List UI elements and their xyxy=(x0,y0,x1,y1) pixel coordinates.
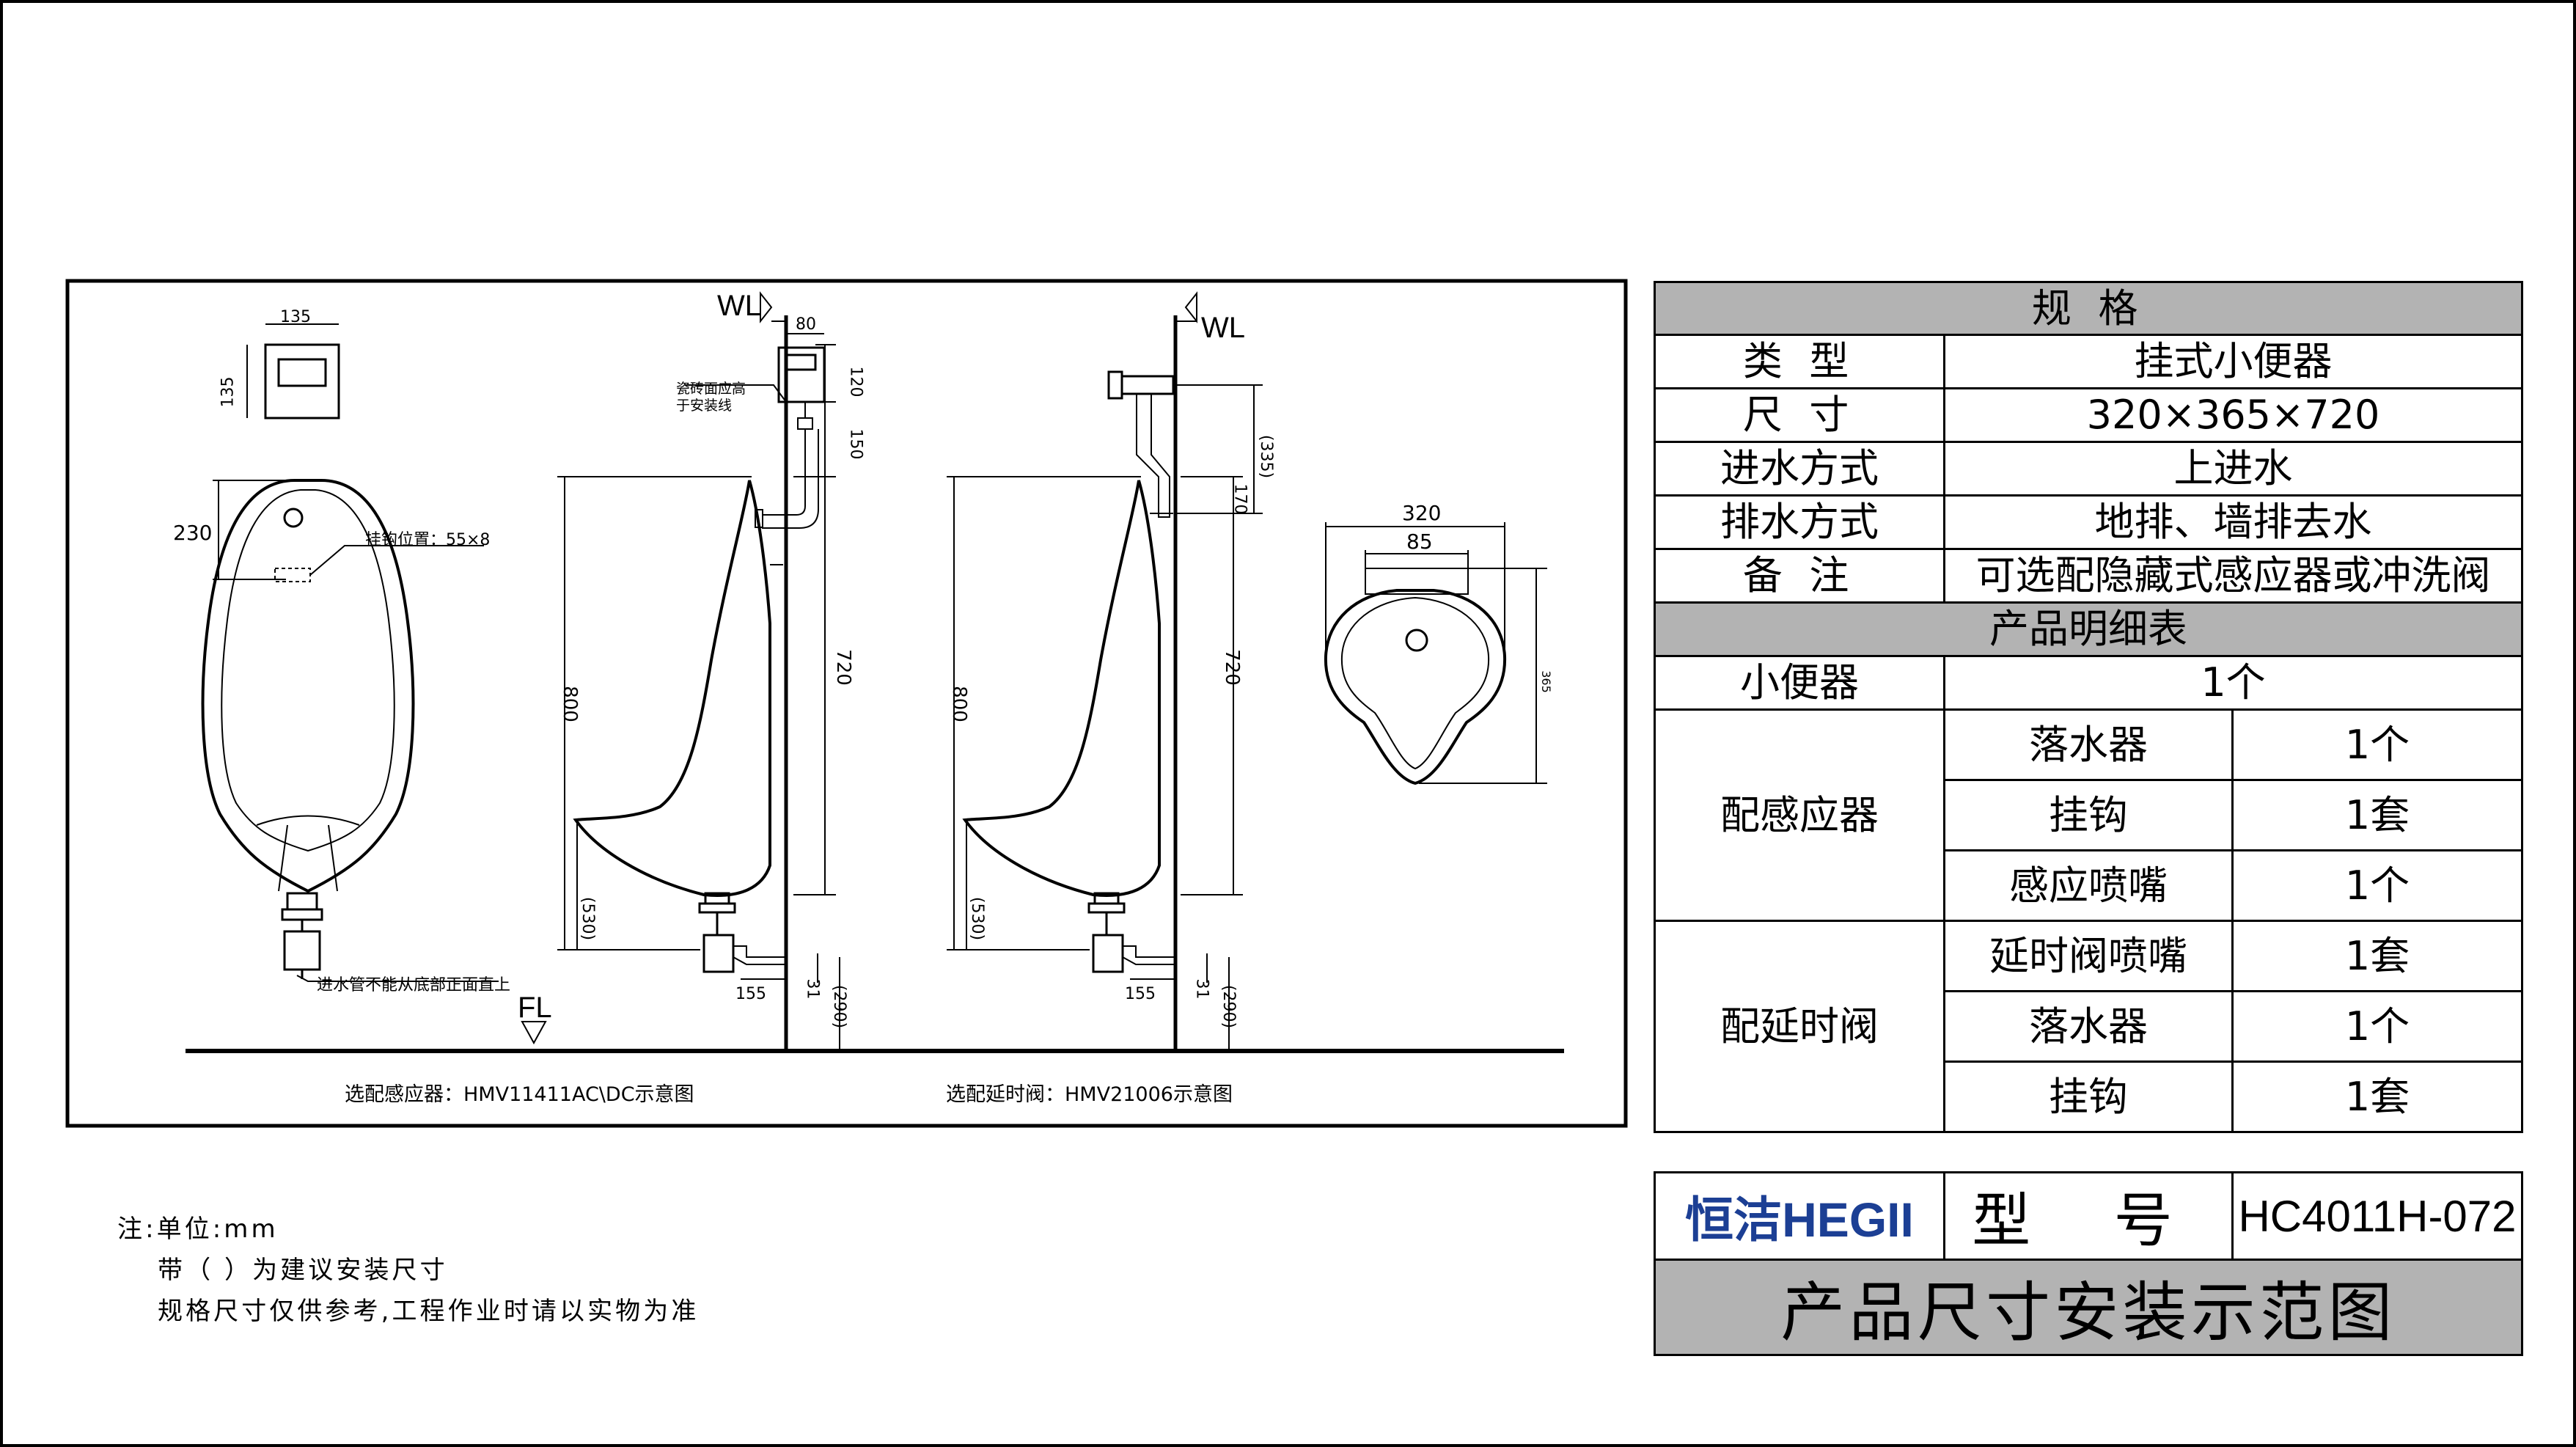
urinal-label: 小便器 xyxy=(1654,655,1945,711)
drawing-frame xyxy=(65,279,1628,1128)
wl-label-right: WL xyxy=(1201,312,1245,344)
model-label: 型 号 xyxy=(1943,1171,2234,1261)
dim-335: (335) xyxy=(1257,434,1276,479)
dim-320: 320 xyxy=(1402,501,1442,525)
note-units: 注:单位:mm xyxy=(117,1215,279,1244)
inlet-note: 进水管不能从底部正面直上 xyxy=(317,976,511,994)
spec-table: 规 格 类 型 挂式小便器 尺 寸 320×365×720 进水方式 上进水 排… xyxy=(1653,281,2524,1133)
row-size-value: 320×365×720 xyxy=(1942,387,2524,443)
dim-80: 80 xyxy=(796,315,816,334)
valve-group-label: 配延时阀 xyxy=(1654,920,1945,1133)
sensor-height-dim: 135 xyxy=(219,376,238,408)
dim-120: 120 xyxy=(846,366,865,398)
valve-item-qty: 1个 xyxy=(2231,990,2524,1063)
dim-85: 85 xyxy=(1406,530,1433,554)
dim-800-a: 800 xyxy=(558,686,581,722)
dim-155-a: 155 xyxy=(735,985,766,1003)
sensor-item-name: 感应喷嘴 xyxy=(1943,849,2234,922)
model-table: 恒洁HEGII 型 号 HC4011H-072 产品尺寸安装示范图 xyxy=(1654,1171,2523,1356)
dim-720-b: 720 xyxy=(1220,649,1243,686)
valve-item-qty: 1套 xyxy=(2231,1060,2524,1133)
dim-230: 230 xyxy=(173,521,213,545)
sensor-item-qty: 1套 xyxy=(2231,779,2524,851)
sensor-box-icon xyxy=(246,323,340,420)
dim-800-b: 800 xyxy=(947,686,970,722)
row-inlet-label: 进水方式 xyxy=(1654,441,1945,497)
dim-365: 365 xyxy=(1538,670,1553,693)
sensor-item-name: 落水器 xyxy=(1943,708,2234,781)
dim-31-b: 31 xyxy=(1192,978,1211,1000)
row-type-label: 类 型 xyxy=(1654,334,1945,389)
hook-note: 挂钩位置：55×8 xyxy=(365,531,491,549)
spec-header: 规 格 xyxy=(1653,281,2524,336)
dim-170: 170 xyxy=(1230,483,1250,515)
row-drain-value: 地排、墙排去水 xyxy=(1942,494,2524,550)
side-view-sensor xyxy=(521,291,840,1051)
sensor-group-label: 配感应器 xyxy=(1654,708,1945,922)
model-number: HC4011H-072 xyxy=(2231,1171,2523,1261)
row-drain-label: 排水方式 xyxy=(1654,494,1945,550)
valve-item-name: 延时阀喷嘴 xyxy=(1943,920,2234,992)
top-view-urinal xyxy=(1324,522,1547,785)
dim-290-a: (290) xyxy=(830,984,849,1029)
row-note-label: 备 注 xyxy=(1654,548,1945,604)
dim-530-b: (530) xyxy=(968,896,987,941)
wl-label-left: WL xyxy=(717,290,761,322)
caption-valve: 选配延时阀：HMV21006示意图 xyxy=(946,1083,1233,1106)
valve-item-name: 挂钩 xyxy=(1943,1060,2234,1133)
side-view-valve xyxy=(947,291,1263,1051)
notes: 注:单位:mm 带（ ）为建议安装尺寸 规格尺寸仅供参考,工程作业时请以实物为准 xyxy=(117,1209,699,1332)
valve-item-qty: 1套 xyxy=(2231,920,2524,992)
fl-label: FL xyxy=(518,992,552,1024)
note-reference: 规格尺寸仅供参考,工程作业时请以实物为准 xyxy=(158,1297,700,1326)
valve-item-name: 落水器 xyxy=(1943,990,2234,1063)
sensor-width-dim: 135 xyxy=(280,308,311,326)
dim-150: 150 xyxy=(846,428,865,460)
sensor-item-name: 挂钩 xyxy=(1943,779,2234,851)
dim-720-a: 720 xyxy=(832,649,854,686)
brand-logo: 恒洁HEGII xyxy=(1654,1171,1945,1261)
note-brackets: 带（ ）为建议安装尺寸 xyxy=(158,1256,448,1285)
detail-header: 产品明细表 xyxy=(1653,601,2524,657)
row-note-value: 可选配隐藏式感应器或冲洗阀 xyxy=(1942,548,2524,604)
sensor-item-qty: 1个 xyxy=(2231,708,2524,781)
row-type-value: 挂式小便器 xyxy=(1942,334,2524,389)
dim-155-b: 155 xyxy=(1125,985,1156,1003)
row-inlet-value: 上进水 xyxy=(1942,441,2524,497)
row-size-label: 尺 寸 xyxy=(1654,387,1945,443)
urinal-qty: 1个 xyxy=(1942,655,2524,711)
dim-31-a: 31 xyxy=(803,978,822,1000)
dim-290-b: (290) xyxy=(1219,984,1239,1029)
dim-530-a: (530) xyxy=(579,896,598,941)
tile-note-1: 瓷砖面应高 xyxy=(676,381,746,397)
tile-note-2: 于安装线 xyxy=(676,398,733,414)
front-view-urinal xyxy=(201,479,499,982)
sensor-item-qty: 1个 xyxy=(2231,849,2524,922)
document-title: 产品尺寸安装示范图 xyxy=(1654,1259,2523,1356)
caption-sensor: 选配感应器：HMV11411AC\DC示意图 xyxy=(345,1083,694,1106)
